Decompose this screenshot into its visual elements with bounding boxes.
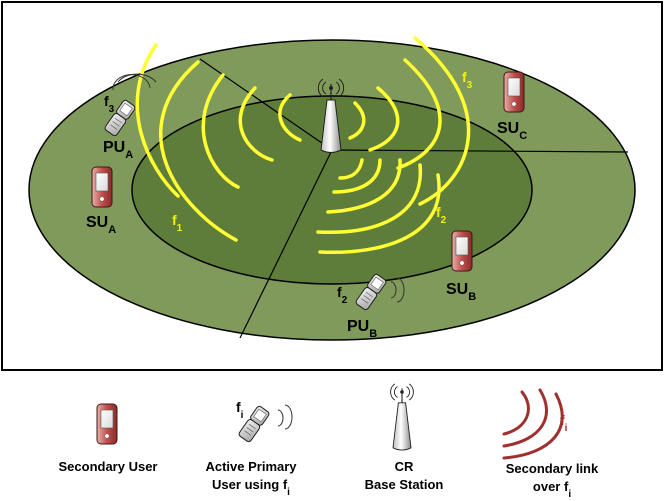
sector-boundary [239, 149, 333, 339]
legend-secondary-link: fi Secondary link over fi [502, 388, 599, 500]
pu-b-channel: f2 [337, 284, 348, 306]
secondary-links [135, 36, 471, 255]
smartphone-icon [451, 230, 473, 272]
pu-b-label: PUB [347, 318, 377, 340]
primary-user-a: f3 PUA [103, 73, 157, 161]
legend-secondary-link-line1: Secondary link [506, 461, 599, 476]
legend-primary-user-line1: Active Primary [205, 459, 297, 474]
pu-a-channel: f3 [104, 93, 115, 115]
legend-primary-user: fi Active Primary User using fi [205, 399, 297, 498]
legend-secondary-user: Secondary User [59, 403, 158, 474]
sector-boundary [331, 149, 629, 153]
cell-coverage [28, 39, 636, 341]
su-a-label: SUA [86, 214, 116, 236]
legend-base-station: CR Base Station [365, 383, 444, 492]
legend-base-station-line1: CR [395, 459, 414, 474]
su-c-label: SUC [497, 120, 527, 142]
tower-icon [390, 383, 414, 451]
smartphone-icon [91, 166, 113, 208]
su-b-label: SUB [446, 281, 476, 303]
channel-label-f1: f1 [172, 212, 183, 234]
secondary-user-a: SUA [86, 166, 116, 236]
legend-primary-user-line2: User using fi [212, 477, 290, 498]
secondary-user-c: SUC [497, 71, 527, 142]
pu-a-label: PUA [103, 139, 133, 161]
channel-label-f3: f3 [462, 69, 473, 91]
legend-link-channel: fi [560, 412, 568, 434]
channel-label-f2: f2 [436, 204, 447, 226]
secondary-user-b: SUB [446, 230, 476, 303]
smartphone-icon [96, 403, 118, 445]
smartphone-icon [503, 71, 525, 113]
legend: Secondary User fi Active Primary User us… [59, 383, 599, 500]
legend-base-station-line2: Base Station [365, 477, 444, 492]
legend-pu-channel: fi [236, 399, 244, 421]
legend-secondary-user-label: Secondary User [59, 459, 158, 474]
primary-user-b: f2 PUB [337, 272, 405, 340]
legend-secondary-link-line2: over fi [533, 479, 571, 500]
